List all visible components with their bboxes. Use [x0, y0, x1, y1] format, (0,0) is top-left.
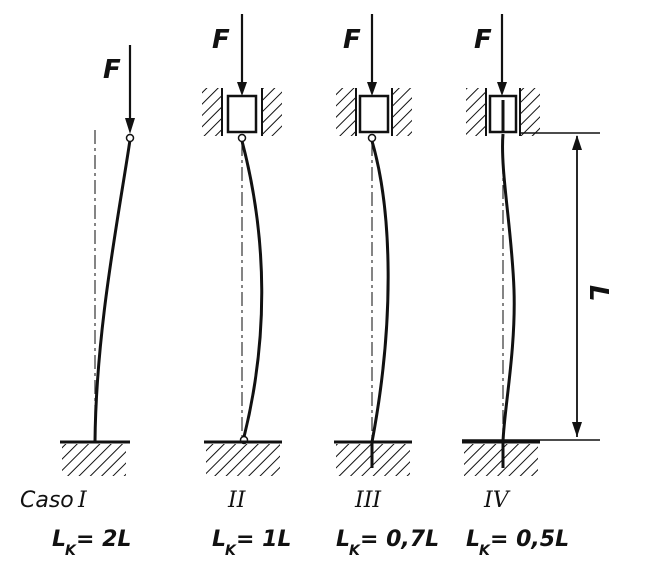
lk-value: = 2L — [76, 527, 131, 552]
effective-length-formula: L K = 0,7L — [336, 527, 439, 559]
lk-base: L — [52, 527, 66, 552]
case-2: F II L K = 1L — [202, 14, 291, 559]
lk-value: = 0,5L — [490, 527, 569, 552]
force-label: F — [103, 55, 121, 85]
force-label: F — [212, 25, 230, 55]
force-label: F — [343, 25, 361, 55]
slider-block — [226, 94, 258, 134]
slider-block — [358, 94, 390, 134]
column-deflected — [240, 140, 264, 438]
case-roman-numeral: III — [354, 488, 382, 513]
fixed-ground-support — [462, 439, 600, 476]
effective-length-formula: L K = 1L — [212, 527, 291, 559]
column-deflected — [501, 133, 516, 443]
lk-subscript: K — [479, 543, 491, 559]
ground-support — [204, 440, 282, 476]
effective-length-formula: L K = 2L — [52, 527, 131, 559]
fixed-ground-support — [334, 440, 412, 476]
case-3: F III L K = 0,7L — [334, 14, 439, 559]
top-guide — [336, 88, 412, 136]
lk-subscript: K — [225, 543, 237, 559]
pin-joint — [125, 133, 135, 143]
top-guide — [466, 88, 540, 136]
lk-subscript: K — [349, 543, 361, 559]
case-roman-numeral: IV — [483, 488, 511, 513]
force-arrow — [237, 14, 247, 96]
case-1: F Caso I L K = 2L — [20, 45, 135, 559]
lk-base: L — [212, 527, 226, 552]
dimension-label: L — [583, 285, 613, 302]
lk-subscript: K — [65, 543, 77, 559]
caso-word: Caso — [20, 488, 74, 513]
column-deflected — [93, 139, 132, 443]
force-arrow — [367, 14, 377, 96]
ground-support — [60, 440, 130, 476]
case-roman-numeral: II — [227, 488, 247, 513]
length-dimension: L — [520, 132, 613, 437]
lk-value: = 1L — [236, 527, 291, 552]
lk-value: = 0,7L — [360, 527, 439, 552]
pin-joint-top — [237, 133, 247, 143]
effective-length-formula: L K = 0,5L — [466, 527, 569, 559]
case-4: F L IV L K = 0,5L — [462, 14, 613, 559]
force-arrow — [497, 14, 507, 96]
lk-base: L — [466, 527, 480, 552]
force-label: F — [474, 25, 492, 55]
case-roman-numeral: I — [77, 488, 88, 513]
column-deflected — [370, 140, 390, 443]
force-arrow — [125, 45, 135, 134]
lk-base: L — [336, 527, 350, 552]
pin-joint-top — [367, 133, 377, 143]
